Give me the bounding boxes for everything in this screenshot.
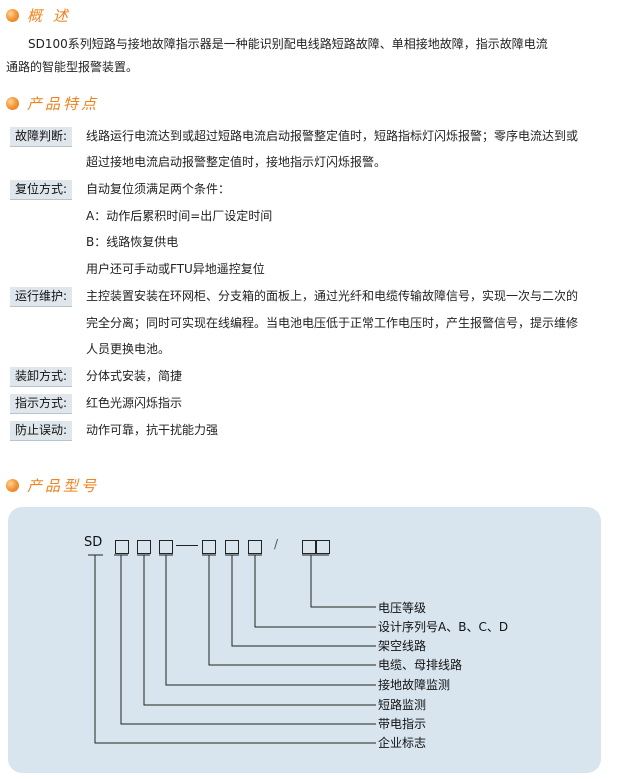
code-box-7: [302, 540, 316, 554]
feature-text: 线路运行电流达到或超过短路电流启动报警整定值时，短路指标灯闪烁报警；零序电流达到…: [86, 129, 579, 143]
feature-label-maintenance: 运行维护:: [10, 287, 72, 307]
feature-text: 动作可靠，抗干扰能力强: [86, 423, 219, 437]
overview-paragraph-2: 通路的智能型报警装置。: [6, 56, 138, 79]
feature-text: 用户还可手动或FTU异地遥控复位: [86, 262, 265, 276]
code-slash: /: [274, 537, 279, 551]
feature-text: 分体式安装，简捷: [86, 369, 183, 383]
feature-label-indication: 指示方式:: [10, 394, 72, 414]
features-heading-text: 产品特点: [27, 94, 100, 113]
orange-bullet-icon: [6, 96, 19, 110]
orange-bullet-icon: [6, 8, 19, 22]
feature-text: 红色光源闪烁指示: [86, 396, 183, 410]
code-box-5: [225, 540, 239, 554]
overview-heading-text: 概 述: [27, 6, 71, 25]
feature-text: 自动复位须满足两个条件：: [86, 182, 231, 196]
legend-company-mark: 企业标志: [378, 736, 427, 750]
feature-text: 主控装置安装在环网柜、分支箱的面板上，通过光纤和电缆传输故障信号，实现一次与二次…: [86, 289, 579, 303]
overview-line-1: SD100系列短路与接地故障指示器是一种能识别配电线路短路故障、单相接地故障，指…: [28, 37, 548, 51]
legend-ground-fault: 接地故障监测: [378, 678, 451, 692]
feature-text: 人员更换电池。: [86, 342, 171, 356]
legend-overhead-line: 架空线路: [378, 639, 427, 653]
code-dash: [176, 545, 198, 546]
code-box-3: [159, 540, 173, 554]
orange-bullet-icon: [6, 478, 19, 492]
legend-design-series: 设计序列号A、B、C、D: [378, 620, 509, 634]
code-box-1: [115, 540, 129, 554]
legend-short-circuit: 短路监测: [378, 698, 427, 712]
code-box-8: [316, 540, 330, 554]
model-heading: 产品型号: [6, 473, 99, 497]
overview-paragraph: SD100系列短路与接地故障指示器是一种能识别配电线路短路故障、单相接地故障，指…: [28, 33, 618, 56]
feature-label-reset-mode: 复位方式:: [10, 180, 72, 200]
model-code-diagram: SD /: [8, 507, 601, 773]
legend-live-indication: 带电指示: [378, 717, 427, 731]
overview-line-2: 通路的智能型报警装置。: [6, 60, 139, 74]
model-heading-text: 产品型号: [27, 476, 100, 495]
feature-label-installation: 装卸方式:: [10, 367, 72, 387]
legend-voltage-level: 电压等级: [378, 601, 427, 615]
feature-text: B：线路恢复供电: [86, 235, 179, 249]
legend-cable-busbar: 电缆、母排线路: [378, 658, 463, 672]
overview-heading: 概 述: [6, 3, 71, 27]
feature-text: 完全分离；同时可实现在线编程。当电池电压低于正常工作电压时，产生报警信号，提示维…: [86, 316, 579, 330]
feature-text: A：动作后累积时间=出厂设定时间: [86, 209, 273, 223]
code-box-2: [137, 540, 151, 554]
feature-label-anti-misoperation: 防止误动:: [10, 421, 72, 441]
feature-text: 超过接地电流启动报警整定值时，接地指示灯闪烁报警。: [86, 155, 387, 169]
features-heading: 产品特点: [6, 91, 99, 115]
feature-label-fault-judgment: 故障判断:: [10, 127, 72, 147]
model-connector-lines: [88, 554, 376, 744]
model-prefix: SD: [84, 535, 103, 550]
code-box-6: [248, 540, 262, 554]
code-box-4: [202, 540, 216, 554]
